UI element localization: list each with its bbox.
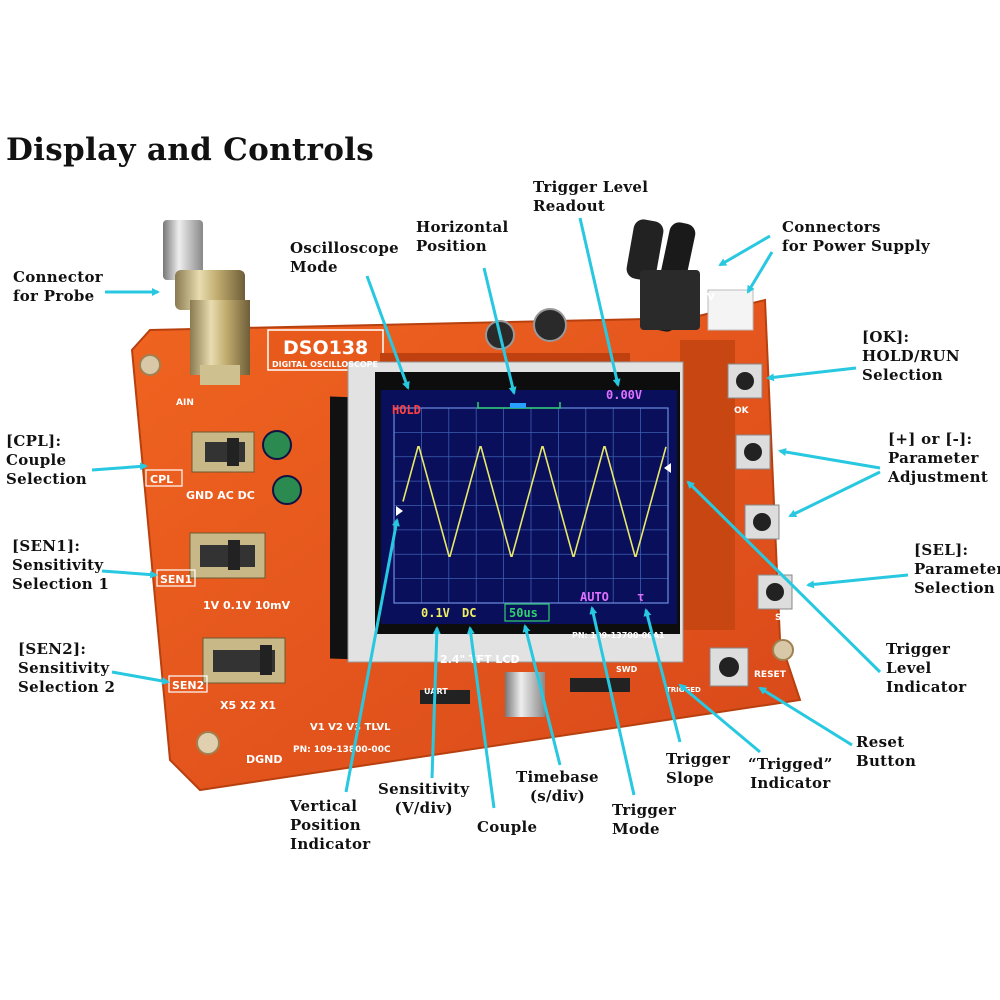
sen1-tag: SEN1 [160,573,192,586]
sen1-options: 1V 0.1V 10mV [203,599,291,612]
sensitivity-readout: 0.1V [421,606,450,620]
label-sen2: [SEN2]: Sensitivity Selection 2 [18,640,116,696]
arrow-hpos [482,267,517,395]
timebase-readout: 50us [509,606,538,620]
arrow-sensitivity [430,626,441,779]
trimmer-capacitor [262,430,292,460]
arrow-trig-mode [589,606,636,796]
screen-grid [394,408,668,603]
label-vertical-position-indicator: Vertical Position Indicator [290,797,371,853]
screen [381,390,677,624]
label-trigger-level-readout: Trigger Level Readout [533,178,649,215]
label-parameter-adjustment: [+] or [-]: Parameter Adjustment [888,430,989,486]
arrow-trig-level [686,480,882,674]
label-trigger-slope: Trigger Slope [666,750,731,787]
board-model: DSO138 [283,337,368,359]
v-tags: V1 V2 V3 TLVL [310,722,391,733]
trigger-slope-readout: τ [637,590,644,604]
plus-button-body [735,434,771,470]
arrow-minus [788,470,881,518]
label-cpl-couple: [CPL]: Couple Selection [6,432,87,488]
minus-button-body [744,504,780,540]
mount-hole [772,639,794,661]
arrow-trig-slope [643,608,682,743]
arrow-sen2 [111,670,170,685]
mode-readout: HOLD [392,403,421,417]
arrow-trig-readout [578,217,621,387]
arrow-power-1 [718,234,771,267]
cpl-switch [191,431,255,473]
power-plug [626,219,700,332]
arrow-reset [758,686,853,747]
label-trigger-level-indicator: Trigger Level Indicator [886,640,967,696]
label-connector-probe: Connector for Probe [13,268,103,305]
trimmer-capacitor [272,475,302,505]
sel-tag: SEL [775,613,794,623]
label-horizontal-position: Horizontal Position [416,218,509,255]
ok-button-body [727,363,763,399]
reset-tag: RESET [754,670,787,680]
label-trigged-indicator: “Trigged” Indicator [748,755,833,792]
label-sensitivity: Sensitivity (V/div) [378,780,470,817]
trigger-level-indicator [664,463,671,473]
board-subtitle: DIGITAL OSCILLOSCOPE [272,360,378,369]
page-title: Display and Controls [6,132,374,168]
mount-hole [196,731,220,755]
horizontal-position-marker [510,403,526,408]
arrow-mode [365,275,410,390]
cpl-tag: CPL [150,473,173,486]
sen2-tag: SEN2 [172,679,204,692]
waveform-trace [402,445,667,558]
power-tag: 9V [700,292,715,303]
power-jack-cutout [707,289,754,331]
reset-button-body [709,647,749,687]
lcd-label: 2.4" TFT LCD [440,653,520,666]
arrow-couple [466,626,496,809]
couple-readout: DC [462,606,476,620]
sen1-switch [189,532,266,579]
dgnd-tag: DGND [246,753,283,766]
vertical-position-indicator [396,506,403,516]
arrow-plus [778,448,881,470]
swd-header [570,678,630,692]
arrow-trigged [678,683,761,754]
lcd-pn: PN: 109-13700-00A1 [572,631,665,640]
label-ok-hold-run: [OK]: HOLD/RUN Selection [862,328,960,384]
label-oscilloscope-mode: Oscilloscope Mode [290,239,399,276]
sel-button-body [757,574,793,610]
swd-tag: SWD [616,665,638,674]
mount-hole [139,354,161,376]
arrow-ok [766,366,857,382]
trigger-mode-readout: AUTO [580,590,609,604]
label-reset-button: Reset Button [856,733,917,770]
sen2-switch [202,637,286,684]
arrow-sel [806,573,909,589]
label-sen1: [SEN1]: Sensitivity Selection 1 [12,537,110,593]
arrow-sen1 [101,569,158,579]
board-pn: PN: 109-13800-00C [293,745,391,755]
arrow-power-2 [746,251,774,294]
capacitor [533,308,567,342]
ain-tag: AIN [176,398,194,408]
sen2-options: X5 X2 X1 [220,699,276,712]
ok-tag: OK [734,406,750,416]
timebase-box [504,603,550,622]
uart-header [420,690,470,704]
trigger-level-value: 0.00V [606,388,642,402]
cpl-options: GND AC DC [186,489,255,502]
bnc-probe-connector [163,220,250,385]
arrow-vpos [344,518,400,793]
arrow-timebase [522,624,562,766]
label-timebase: Timebase (s/div) [516,768,599,805]
label-connectors-power: Connectors for Power Supply [782,218,930,255]
lcd-module [330,361,684,663]
arrow-cpl [91,462,148,472]
label-sel-parameter: [SEL]: Parameter Selection [914,541,1000,597]
label-trigger-mode: Trigger Mode [612,801,677,838]
label-couple: Couple [477,818,538,836]
